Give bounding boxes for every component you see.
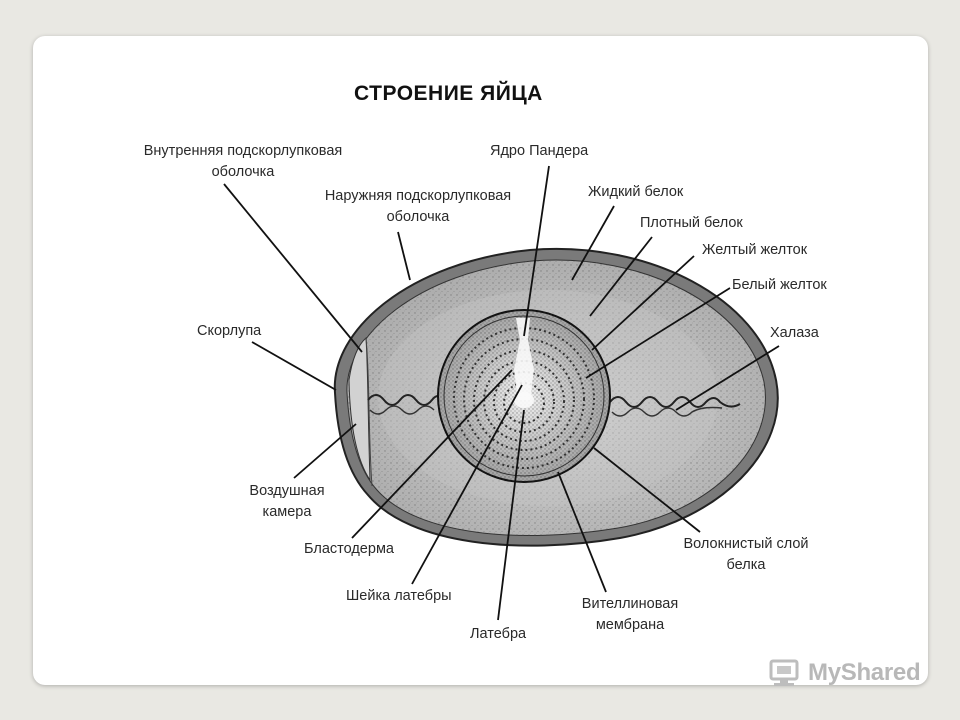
label-liquid-white: Жидкий белок bbox=[588, 184, 684, 200]
label-air-cell: Воздушная камера bbox=[249, 483, 325, 520]
label-shell: Скорлупа bbox=[197, 323, 262, 339]
chalaza-left bbox=[367, 394, 445, 406]
label-chalaza: Халаза bbox=[770, 325, 819, 341]
page-title: СТРОЕНИЕ ЯЙЦА bbox=[354, 82, 543, 105]
label-dense-white: Плотный белок bbox=[640, 215, 743, 231]
label-outer-membrane: Наружняя подскорлупковая оболочка bbox=[324, 188, 512, 225]
label-pander-nucleus: Ядро Пандера bbox=[490, 143, 589, 159]
leader-lines bbox=[223, 165, 780, 621]
myshared-logo-icon bbox=[769, 659, 799, 686]
vitelline-membrane bbox=[443, 315, 605, 477]
label-vitelline-membrane: Вителлиновая мембрана bbox=[581, 596, 679, 633]
label-latebra: Латебра bbox=[470, 626, 527, 642]
chalaza-right bbox=[609, 396, 741, 408]
label-white-yolk: Белый желток bbox=[732, 277, 827, 293]
watermark: MyShared bbox=[768, 656, 921, 690]
watermark-text: MyShared bbox=[808, 659, 921, 686]
label-yellow-yolk: Желтый желток bbox=[702, 242, 808, 258]
label-fibrous-layer: Волокнистый слой белка bbox=[683, 536, 809, 573]
label-blastoderm: Бластодерма bbox=[304, 541, 394, 557]
label-inner-membrane: Внутренняя подскорлупковая оболочка bbox=[143, 143, 343, 180]
label-latebra-neck: Шейка латебры bbox=[346, 588, 452, 604]
latebra bbox=[514, 318, 534, 400]
